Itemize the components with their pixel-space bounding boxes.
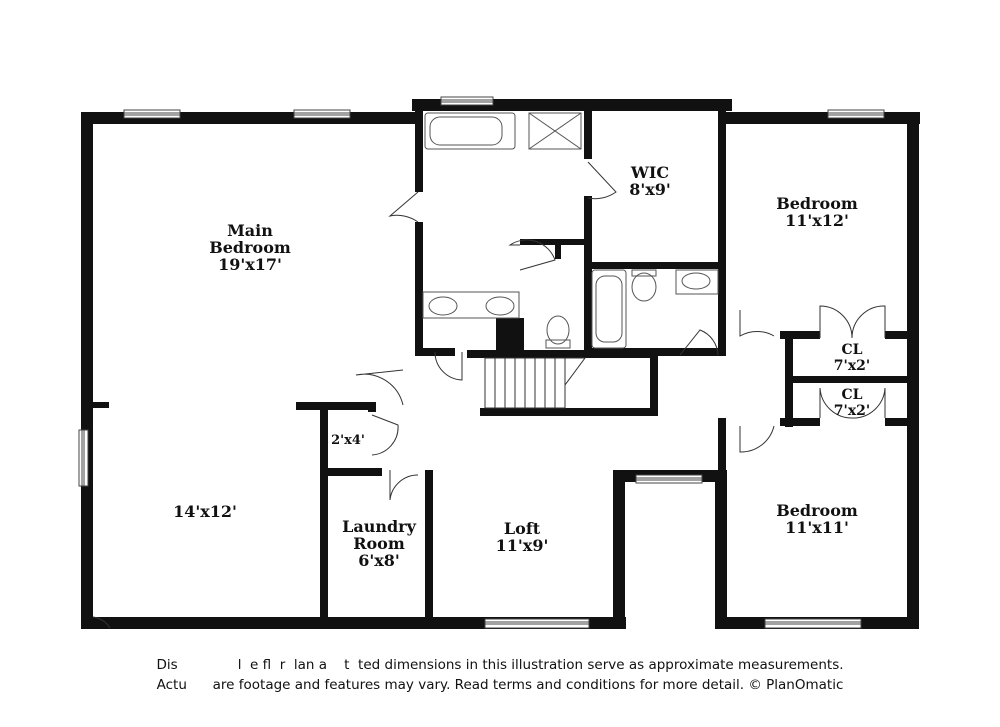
room-dimensions: 6'x8' xyxy=(358,551,400,570)
room-name: CL xyxy=(841,387,863,403)
room-dimensions: 14'x12' xyxy=(173,502,237,521)
room-loft: Loft 11'x9' xyxy=(496,520,549,554)
room-small-closet: 2'x4' xyxy=(331,432,365,449)
room-name: Loft xyxy=(503,519,541,538)
room-dimensions: 11'x9' xyxy=(495,536,549,555)
room-name: Laundry xyxy=(342,517,416,536)
disclaimer-line-2: Actu are footage and features may vary. … xyxy=(156,677,844,693)
interior-walls xyxy=(93,99,910,620)
room-main-bedroom: Main Bedroom 19'x17' xyxy=(209,222,291,273)
sink-icon xyxy=(675,269,719,295)
windows xyxy=(78,96,885,629)
room-wic: WIC 8'x9' xyxy=(629,164,671,198)
room-bedroom-1: Bedroom 11'x12' xyxy=(776,195,858,229)
bathtub-icon xyxy=(424,112,516,150)
room-bedroom-2: Bedroom 11'x11' xyxy=(776,502,858,536)
room-dimensions: 7'x2' xyxy=(833,403,871,419)
disclaimer-line-1: Dis l e fl r lan a t ted dimensions in t… xyxy=(156,657,844,673)
room-dimensions: 11'x12' xyxy=(785,211,849,230)
room-dimensions: 2'x4' xyxy=(331,433,365,448)
room-closet-2: CL 7'x2' xyxy=(834,387,870,419)
room-dimensions: 11'x11' xyxy=(785,518,849,537)
room-name: Bedroom xyxy=(209,238,291,257)
stairs xyxy=(484,357,586,409)
room-name: Room xyxy=(353,534,405,553)
room-name: Main xyxy=(227,221,273,240)
room-dimensions: 7'x2' xyxy=(833,358,871,374)
room-laundry: Laundry Room 6'x8' xyxy=(342,518,416,569)
room-name: Bedroom xyxy=(776,194,858,213)
room-name: CL xyxy=(841,342,863,358)
shower-icon xyxy=(528,112,582,150)
toilet-icon xyxy=(546,315,570,345)
doors xyxy=(92,161,886,629)
double-vanity-icon xyxy=(422,291,520,319)
room-name: WIC xyxy=(630,163,670,182)
toilet-2-icon xyxy=(631,272,657,302)
room-dimensions: 8'x9' xyxy=(629,180,671,199)
room-main-bedroom-lower: 14'x12' xyxy=(173,503,237,520)
room-closet-1: CL 7'x2' xyxy=(834,342,870,374)
fixtures xyxy=(422,112,719,349)
room-dimensions: 19'x17' xyxy=(218,255,282,274)
bathtub-2-icon xyxy=(591,269,627,349)
room-name: Bedroom xyxy=(776,501,858,520)
